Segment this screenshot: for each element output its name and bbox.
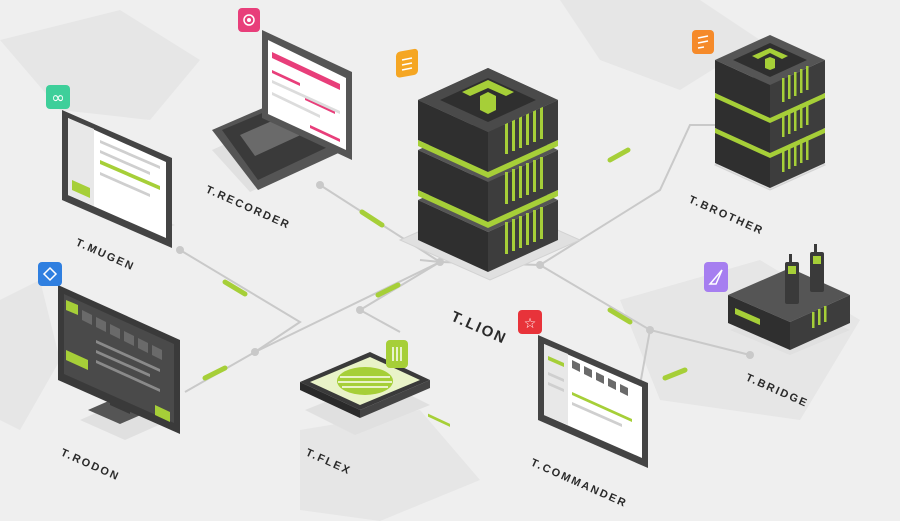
bars-icon [392,347,402,361]
mugen-label: T.MUGEN [74,237,137,274]
commander-tablet[interactable]: ☆ T.COMMANDER [518,310,648,510]
record-icon [243,14,255,26]
lion-logo-icon [462,80,514,114]
lion-server[interactable]: T.LION [396,48,582,427]
bridge-station[interactable]: T.BRIDGE [704,244,850,410]
mugen-badge: ∞ [46,85,70,109]
diamond-icon [42,266,58,282]
list-icon [697,35,709,49]
lion-badge [396,48,418,78]
radio-icon [810,244,824,292]
triangle-icon [708,269,723,285]
commander-label: T.COMMANDER [529,457,629,510]
connection-pulses [202,147,688,381]
lion-label: T.LION [448,308,509,348]
radio-icon [785,254,799,304]
infinity-icon: ∞ [51,88,64,107]
star-icon: ☆ [524,316,537,332]
brother-logo-icon [752,48,788,70]
bridge-badge [704,262,728,292]
recorder-laptop[interactable]: T.RECORDER [204,8,352,232]
commander-badge: ☆ [518,310,542,334]
recorder-badge [238,8,260,32]
flex-tablet[interactable]: T.FLEX [300,340,430,478]
rodon-badge [38,262,62,286]
list-icon [401,57,413,71]
brother-label: T.BROTHER [687,194,766,238]
rodon-label: T.RODON [59,447,122,484]
rodon-monitor[interactable]: T.RODON [38,262,180,484]
connection-dots [176,181,754,359]
flex-badge [386,340,408,368]
recorder-label: T.RECORDER [204,184,292,232]
brother-badge [692,30,714,54]
brother-server[interactable]: T.BROTHER [687,30,827,238]
